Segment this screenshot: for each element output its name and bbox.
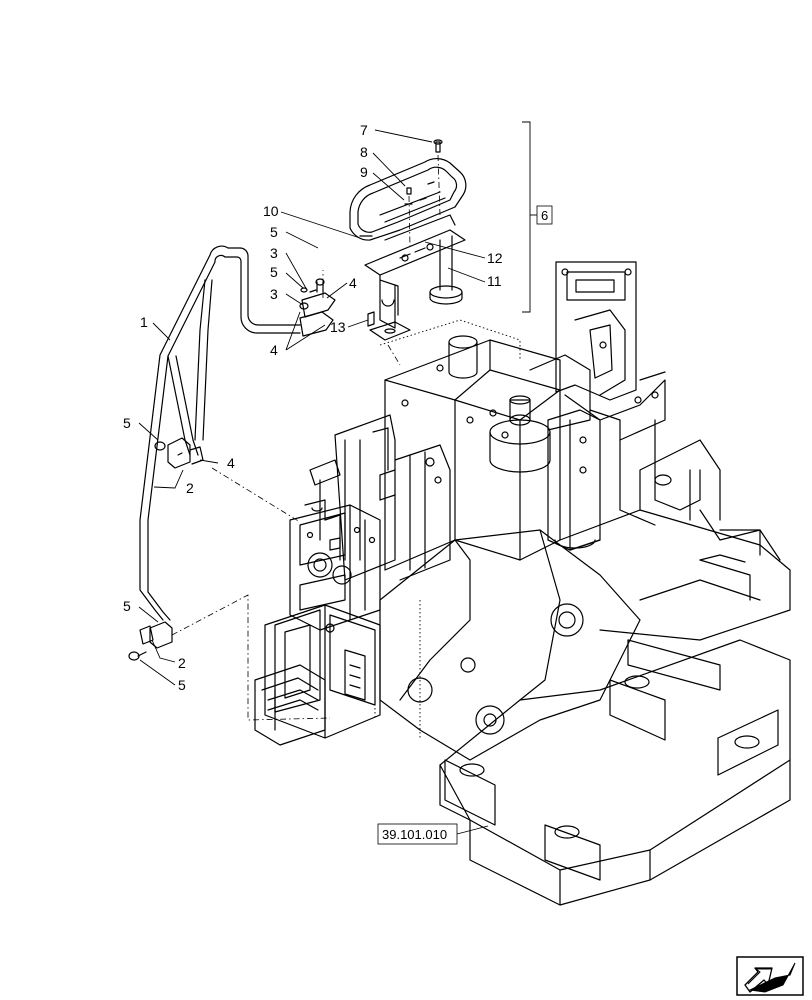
callout-2-upper: 2 <box>186 480 194 496</box>
callout-5-top: 5 <box>270 224 278 240</box>
callout-labels: 1 2 2 3 3 4 4 4 5 5 5 5 5 7 8 9 10 11 12… <box>123 122 503 693</box>
callout-5-left: 5 <box>123 415 131 431</box>
callout-13: 13 <box>330 319 346 335</box>
callout-4-bottom: 4 <box>270 342 278 358</box>
callout-12: 12 <box>487 250 503 266</box>
callout-3-top: 3 <box>270 245 278 261</box>
callout-5-bottom: 5 <box>178 677 186 693</box>
callout-6-box: 6 <box>536 205 553 225</box>
callout-11: 11 <box>487 273 502 289</box>
upper-clamps <box>299 278 336 337</box>
callout-1: 1 <box>140 314 148 330</box>
support-bracket <box>364 139 466 341</box>
callout-4-right: 4 <box>349 275 357 291</box>
reference-box[interactable]: 39.101.010 <box>377 823 458 845</box>
handrail-tube <box>139 245 301 621</box>
callout-4-lower-clamp: 4 <box>227 455 235 471</box>
assembly-lines <box>171 154 441 721</box>
callout-6: 6 <box>541 208 548 223</box>
chassis-frame <box>254 261 791 906</box>
callout-10: 10 <box>263 203 279 219</box>
callout-5-lower: 5 <box>123 598 131 614</box>
callout-8: 8 <box>360 144 368 160</box>
callout-7: 7 <box>360 122 368 138</box>
leader-lines <box>138 121 537 835</box>
callout-9: 9 <box>360 164 368 180</box>
callout-5-mid: 5 <box>270 264 278 280</box>
reference-label[interactable]: 39.101.010 <box>382 827 447 842</box>
callout-3-mid: 3 <box>270 286 278 302</box>
callout-2-lower: 2 <box>178 655 186 671</box>
lower-clamps <box>128 437 204 661</box>
arrow-next-page-icon[interactable] <box>736 956 804 996</box>
